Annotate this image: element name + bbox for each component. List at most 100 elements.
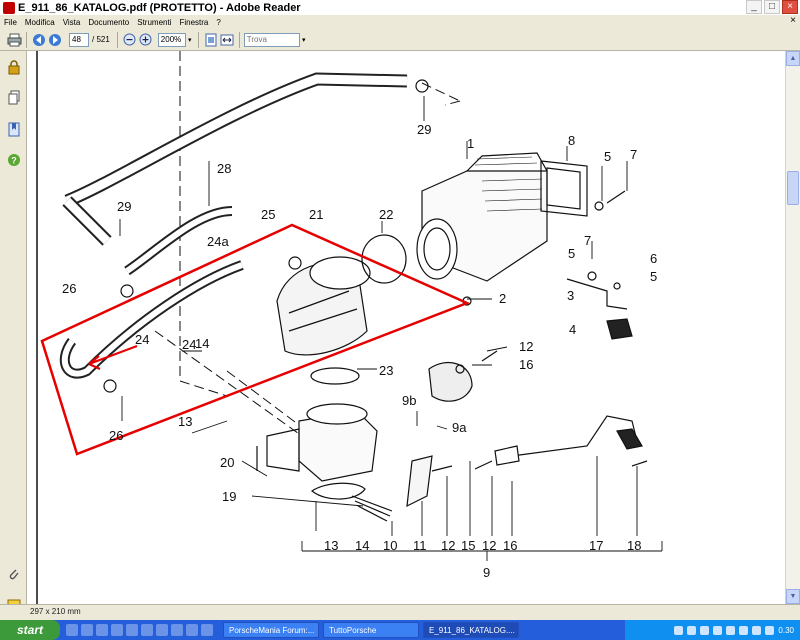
part-label: 15 (461, 538, 475, 553)
menu-documento[interactable]: Documento (88, 17, 130, 27)
part-label: 2 (499, 291, 506, 306)
window-title: E_911_86_KATALOG.pdf (PROTETTO) - Adobe … (18, 1, 301, 14)
quick-launch-icon[interactable] (126, 624, 138, 636)
highlight-arrow (88, 344, 138, 371)
part-label: 9 (483, 565, 490, 580)
part-label: 5 (650, 269, 657, 284)
part-label: 5 (604, 149, 611, 164)
part-label: 26 (109, 428, 123, 443)
part-label: 6 (650, 251, 657, 266)
close-button[interactable]: × (782, 0, 798, 14)
search-input[interactable] (243, 32, 300, 47)
fit-width-icon[interactable] (219, 32, 235, 48)
part-label: 9b (402, 393, 416, 408)
scroll-thumb[interactable] (787, 171, 799, 205)
part-label: 12 (519, 339, 533, 354)
adobe-reader-icon (3, 1, 15, 14)
part-label: 4 (569, 322, 576, 337)
tray-icon[interactable] (674, 625, 684, 635)
part-label: 5 (568, 246, 575, 261)
part-label: 12 (482, 538, 496, 553)
scroll-down-button[interactable]: ▼ (786, 589, 800, 604)
tray-icon[interactable] (700, 625, 710, 635)
zoom-input[interactable] (157, 32, 186, 47)
part-label: 29 (417, 122, 431, 137)
part-label: 22 (379, 207, 393, 222)
maximize-button[interactable]: □ (764, 0, 780, 14)
attachments-icon[interactable] (5, 565, 22, 582)
document-view[interactable]: 1 2 3 4 5 5 5 6 7 7 8 9 9a 9b 10 11 12 1… (27, 51, 785, 604)
taskbar-item-tuttoporsche[interactable]: TuttoPorsche (323, 622, 419, 638)
part-label: 8 (568, 133, 575, 148)
zoom-dropdown-icon[interactable]: ▾ (188, 36, 192, 44)
zoom-out-icon[interactable] (122, 32, 138, 48)
quick-launch-icon[interactable] (201, 624, 213, 636)
tray-icon[interactable] (713, 625, 723, 635)
window-controls: _ □ × (746, 0, 798, 14)
quick-launch-icon[interactable] (81, 624, 93, 636)
part-label: 11 (413, 538, 427, 553)
part-label: 26 (62, 281, 76, 296)
part-label: 18 (627, 538, 641, 553)
svg-text:?: ? (11, 155, 16, 165)
taskbar-item-adobe-reader[interactable]: E_911_86_KATALOG.... (423, 622, 519, 638)
minimize-button[interactable]: _ (746, 0, 762, 14)
part-label: 7 (584, 233, 591, 248)
status-bar: 297 x 210 mm (0, 604, 800, 620)
next-page-icon[interactable] (47, 32, 63, 48)
part-label: 20 (220, 455, 234, 470)
previous-page-icon[interactable] (31, 32, 47, 48)
part-label: 14 (195, 336, 209, 351)
search-dropdown-icon[interactable]: ▾ (302, 36, 306, 44)
menu-finestra[interactable]: Finestra (179, 17, 209, 27)
quick-launch-icon[interactable] (111, 624, 123, 636)
tray-icon[interactable] (726, 625, 736, 635)
scroll-up-button[interactable]: ▲ (786, 51, 800, 66)
menu-help[interactable]: ? (216, 17, 221, 27)
bookmarks-icon[interactable] (5, 121, 22, 138)
toolbar: / 521 ▾ ▾ (0, 29, 800, 51)
part-label: 23 (379, 363, 393, 378)
vertical-scrollbar[interactable]: ▲ ▼ (785, 51, 800, 604)
page-total: / 521 (92, 35, 110, 44)
document-close-button[interactable]: × (790, 15, 796, 26)
menu-modifica[interactable]: Modifica (24, 17, 55, 27)
start-button[interactable]: start (0, 620, 60, 640)
parts-diagram: 1 2 3 4 5 5 5 6 7 7 8 9 9a 9b 10 11 12 1… (36, 51, 663, 604)
part-label: 12 (441, 538, 455, 553)
menu-vista[interactable]: Vista (62, 17, 81, 27)
lock-icon[interactable] (5, 59, 22, 76)
quick-launch-icon[interactable] (186, 624, 198, 636)
quick-launch-icon[interactable] (96, 624, 108, 636)
part-label: 19 (222, 489, 236, 504)
page-number-input[interactable] (69, 32, 89, 47)
quick-launch-icon[interactable] (171, 624, 183, 636)
tray-icon[interactable] (739, 625, 749, 635)
help-icon[interactable]: ? (5, 151, 22, 168)
part-label: 13 (324, 538, 338, 553)
tray-icon[interactable] (687, 625, 697, 635)
quick-launch-icon[interactable] (141, 624, 153, 636)
taskbar: start PorscheMania Forum:... TuttoPorsch… (0, 620, 800, 640)
taskbar-item-porschemania[interactable]: PorscheMania Forum:... (223, 622, 319, 638)
quick-launch (66, 624, 213, 636)
part-label: 10 (383, 538, 397, 553)
part-label: 16 (519, 357, 533, 372)
fit-page-icon[interactable] (203, 32, 219, 48)
pages-icon[interactable] (5, 89, 22, 106)
part-label: 25 (261, 207, 275, 222)
part-label: 28 (217, 161, 231, 176)
page-size: 297 x 210 mm (30, 607, 81, 616)
tray-icon[interactable] (765, 625, 775, 635)
part-label: 29 (117, 199, 131, 214)
part-label: 16 (503, 538, 517, 553)
menu-strumenti[interactable]: Strumenti (137, 17, 172, 27)
tray-icon[interactable] (752, 625, 762, 635)
quick-launch-icon[interactable] (66, 624, 78, 636)
print-icon[interactable] (6, 32, 22, 48)
part-label: 17 (589, 538, 603, 553)
quick-launch-icon[interactable] (156, 624, 168, 636)
part-label: 24 (135, 332, 149, 347)
menu-file[interactable]: File (4, 17, 17, 27)
zoom-in-icon[interactable] (138, 32, 154, 48)
